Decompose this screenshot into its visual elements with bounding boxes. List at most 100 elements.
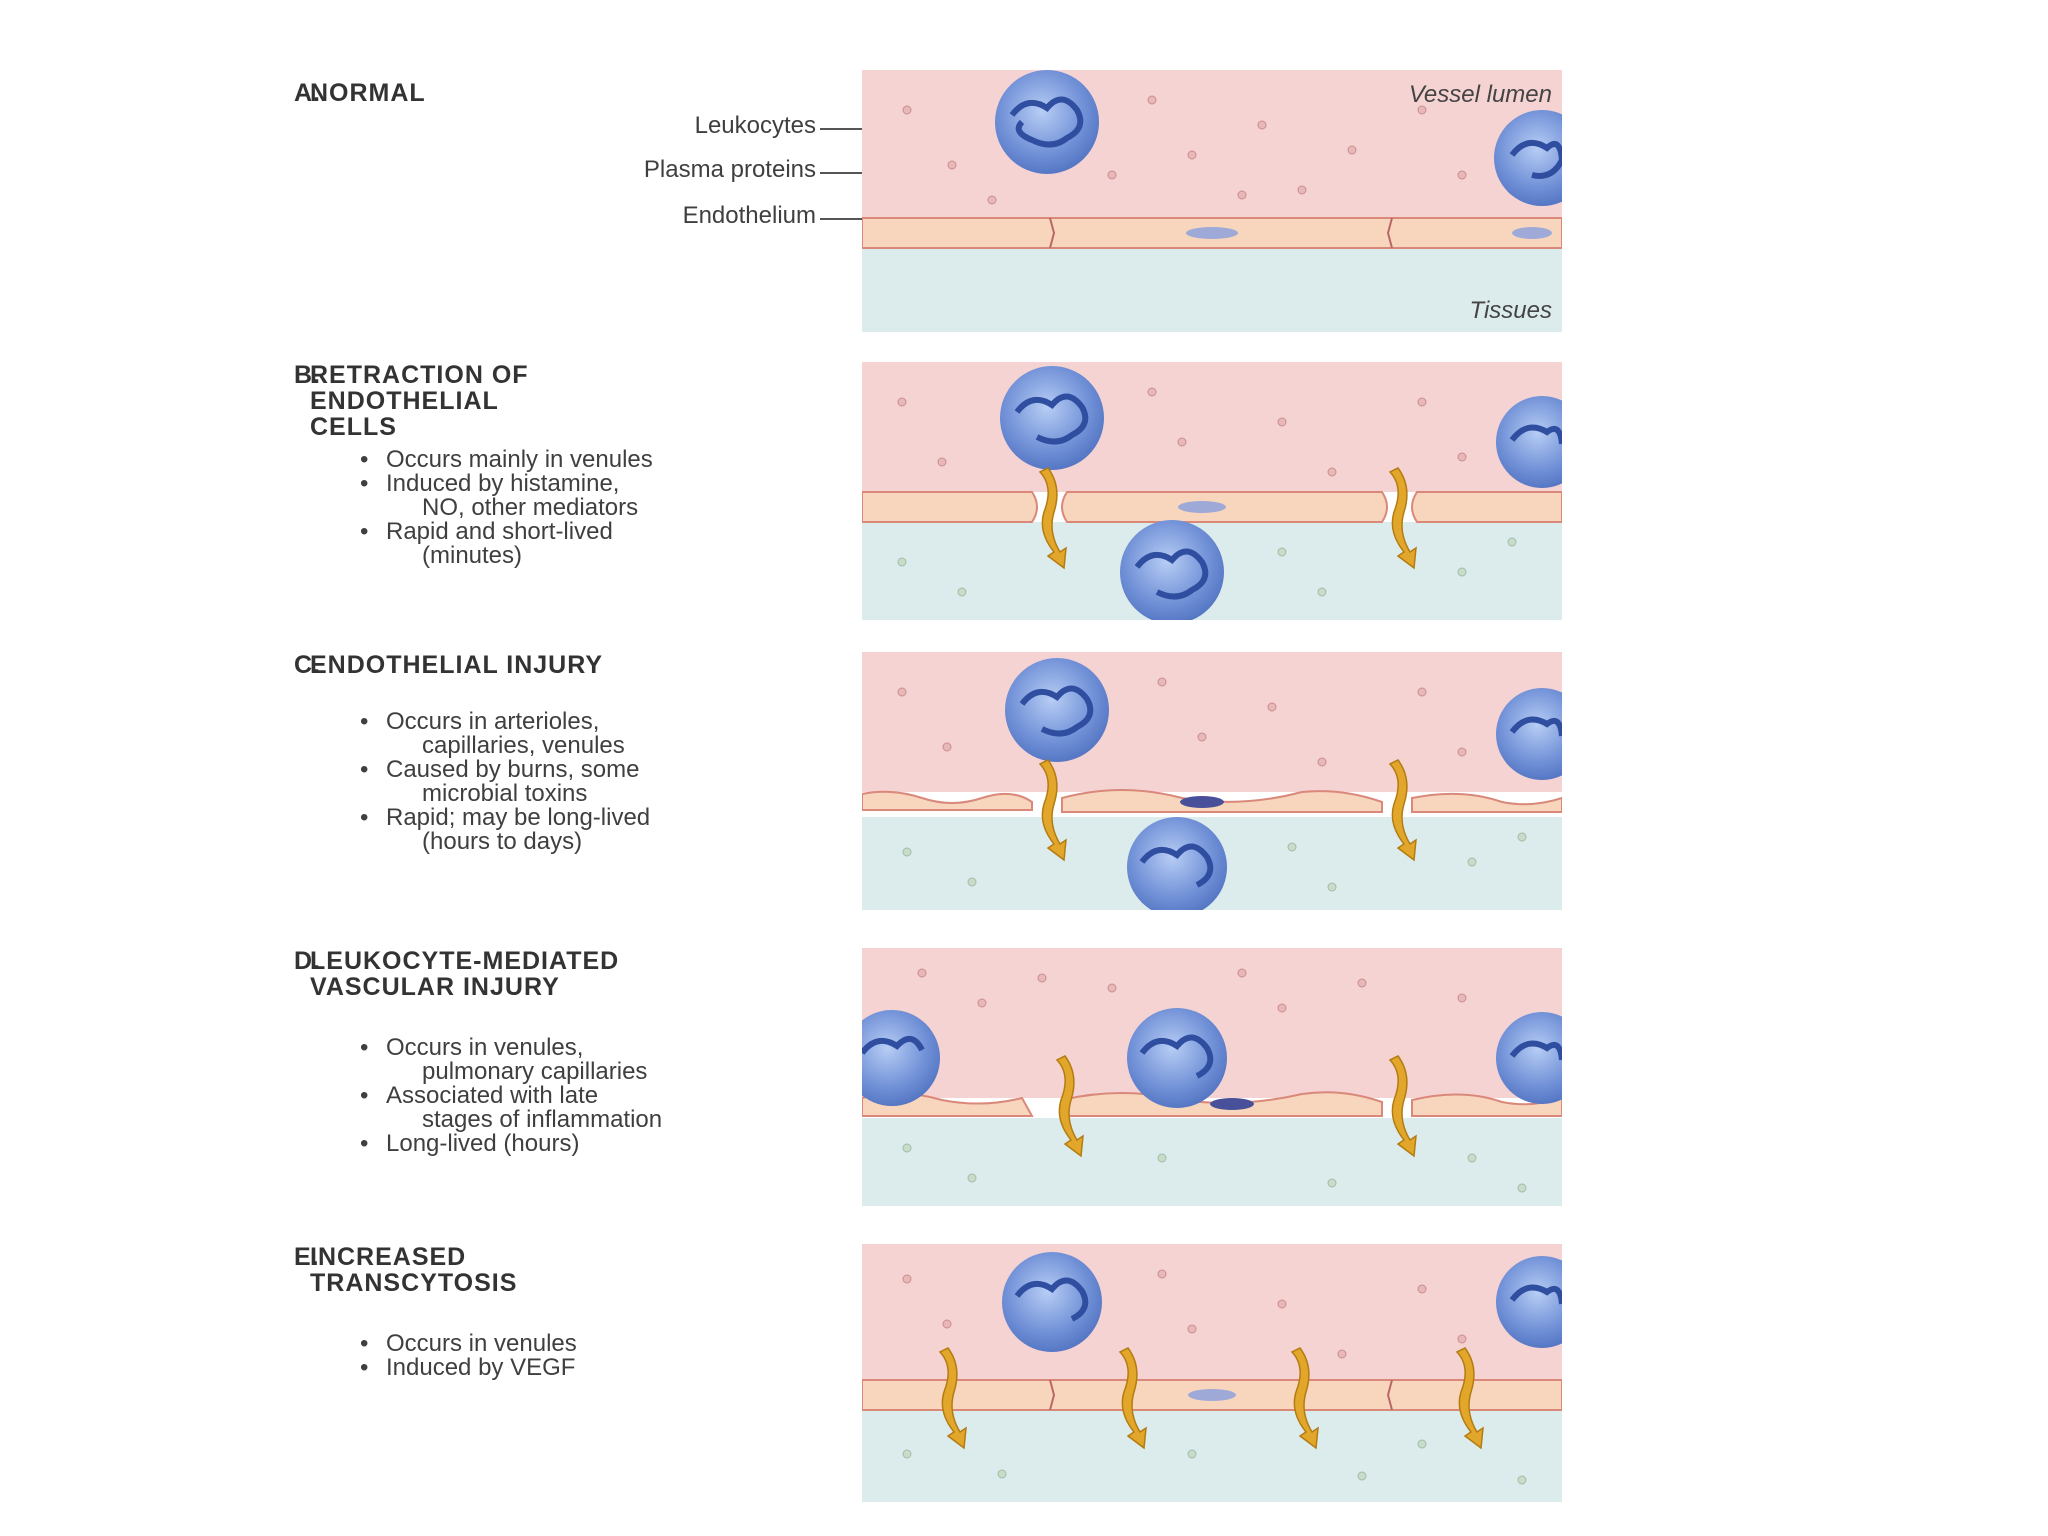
endothelial-nucleus [1178, 501, 1226, 513]
exudation-arrow [1055, 1055, 1417, 1158]
vessel-lumen [862, 1244, 1562, 1384]
leukocyte [1000, 366, 1104, 470]
plasma-proteins [917, 968, 1467, 1013]
bullet-item: Induced by histamine,NO, other mediators [360, 472, 653, 520]
leukocyte [1494, 110, 1562, 206]
bullet-item: Occurs in venules,pulmonary capillaries [360, 1036, 662, 1084]
panel-letter: D. [294, 947, 321, 975]
panel-b-title: B. RETRACTION OF ENDOTHELIAL CELLS [294, 362, 529, 440]
bullet-line: Occurs in arterioles, [386, 708, 600, 735]
bullet-line: (minutes) [422, 542, 523, 569]
panel-title-line: ENDOTHELIAL INJURY [310, 651, 604, 679]
panel-e: E. INCREASED TRANSCYTOSIS Occurs in venu… [0, 1244, 2048, 1506]
label-tissues: Tissues [1470, 297, 1552, 324]
bullet-list: Occurs mainly in venules Induced by hist… [360, 448, 653, 568]
bullet-line: stages of inflammation [422, 1106, 663, 1133]
endothelial-nucleus [1186, 227, 1238, 239]
leukocyte [1120, 520, 1224, 620]
leukocyte [1002, 1252, 1102, 1352]
panel-c: C. ENDOTHELIAL INJURY Occurs in arteriol… [0, 652, 2048, 914]
vessel-diagram-retraction [862, 362, 1562, 620]
panel-d-title: D. LEUKOCYTE-MEDIATED VASCULAR INJURY [294, 947, 620, 1001]
vessel-lumen [862, 362, 1562, 492]
bullet-line: Associated with late [386, 1082, 599, 1109]
cell-junction [1049, 1379, 1393, 1411]
bullet-line: Rapid and short-lived [386, 518, 613, 545]
endothelium-layer [862, 789, 1562, 813]
leukocyte [1496, 396, 1562, 488]
panel-d: D. LEUKOCYTE-MEDIATED VASCULAR INJURY Oc… [0, 948, 2048, 1210]
endothelial-nucleus [1180, 796, 1224, 808]
panel-title-line: NORMAL [310, 79, 426, 107]
tissue-particles [902, 1439, 1527, 1485]
tissue-region [862, 248, 1562, 332]
bullet-line: capillaries, venules [422, 732, 625, 759]
plasma-proteins [897, 387, 1467, 477]
leukocyte [995, 70, 1099, 174]
label-vessel-lumen: Vessel lumen [1409, 81, 1552, 108]
bullet-list: Occurs in venules,pulmonary capillaries … [360, 1036, 662, 1157]
plasma-proteins [902, 1269, 1467, 1359]
tissue-region [862, 1118, 1562, 1206]
bullet-line: NO, other mediators [422, 494, 639, 521]
vessel-diagram-leukocyte-injury [862, 948, 1562, 1206]
bullet-line: Occurs mainly in venules [386, 446, 653, 473]
bullet-item: Rapid and short-lived(minutes) [360, 520, 653, 568]
panel-a: A. NORMAL Leukocytes Plasma proteins End… [0, 70, 2048, 340]
vessel-lumen [862, 652, 1562, 792]
panel-title-line: VASCULAR INJURY [310, 973, 560, 1001]
cell-junction [1049, 217, 1393, 249]
panel-a-title: A. NORMAL [294, 79, 426, 107]
bullet-line: Rapid; may be long-lived [386, 804, 651, 831]
leukocyte [1005, 658, 1109, 762]
leukocyte [1496, 1012, 1562, 1104]
bullet-line: (hours to days) [422, 828, 583, 855]
label-leukocytes: Leukocytes [694, 112, 816, 139]
endothelial-nucleus [1512, 227, 1552, 239]
tissue-particles [902, 832, 1527, 892]
bullet-item: Occurs in arterioles,capillaries, venule… [360, 710, 650, 758]
leukocyte [1496, 1256, 1562, 1348]
exudation-arrow [1038, 759, 1417, 862]
vessel-diagram-transcytosis [862, 1244, 1562, 1502]
bullet-line: pulmonary capillaries [422, 1058, 648, 1085]
leukocyte [862, 1010, 940, 1106]
panel-title-line: LEUKOCYTE-MEDIATED [310, 947, 620, 975]
bullet-line: Induced by histamine, [386, 470, 620, 497]
bullet-list: Occurs in arterioles,capillaries, venule… [360, 710, 650, 854]
bullet-line: Caused by burns, some [386, 756, 640, 783]
leukocyte [1127, 817, 1227, 910]
bullet-line: microbial toxins [422, 780, 588, 807]
endothelial-nucleus [1188, 1389, 1236, 1401]
panel-title-line: ENDOTHELIAL [310, 387, 499, 415]
panel-title-line: INCREASED [310, 1243, 467, 1271]
bullet-item: Induced by VEGF [360, 1356, 577, 1381]
plasma-proteins [902, 95, 1467, 205]
bullet-item: Long-lived (hours) [360, 1130, 662, 1157]
tissue-particles [902, 1143, 1527, 1193]
label-endothelium: Endothelium [682, 202, 816, 229]
label-plasma-proteins: Plasma proteins [643, 156, 816, 183]
vessel-diagram-injury [862, 652, 1562, 910]
bullet-item: Rapid; may be long-lived(hours to days) [360, 806, 650, 854]
panel-c-title: C. ENDOTHELIAL INJURY [294, 651, 604, 679]
tissue-region [862, 1409, 1562, 1502]
tissue-particles [897, 537, 1517, 597]
panel-e-title: E. INCREASED TRANSCYTOSIS [294, 1243, 518, 1297]
bullet-line: Long-lived (hours) [386, 1130, 580, 1157]
bullet-item: Occurs mainly in venules [360, 446, 653, 473]
panel-title-line: TRANSCYTOSIS [310, 1269, 518, 1297]
panel-letter: B. [294, 361, 321, 389]
bullet-line: Occurs in venules [386, 1330, 577, 1357]
vessel-diagram-normal: Vessel lumen Tissues [862, 70, 1562, 332]
exudation-arrow [1038, 467, 1417, 570]
panel-letter: C. [294, 651, 321, 679]
bullet-list: Occurs in venules Induced by VEGF [360, 1330, 577, 1381]
endothelial-nucleus [1210, 1098, 1254, 1110]
bullet-line: Occurs in venules, [386, 1034, 584, 1061]
plasma-proteins [897, 677, 1467, 767]
leukocyte [1496, 688, 1562, 780]
vessel-lumen [862, 70, 1562, 230]
